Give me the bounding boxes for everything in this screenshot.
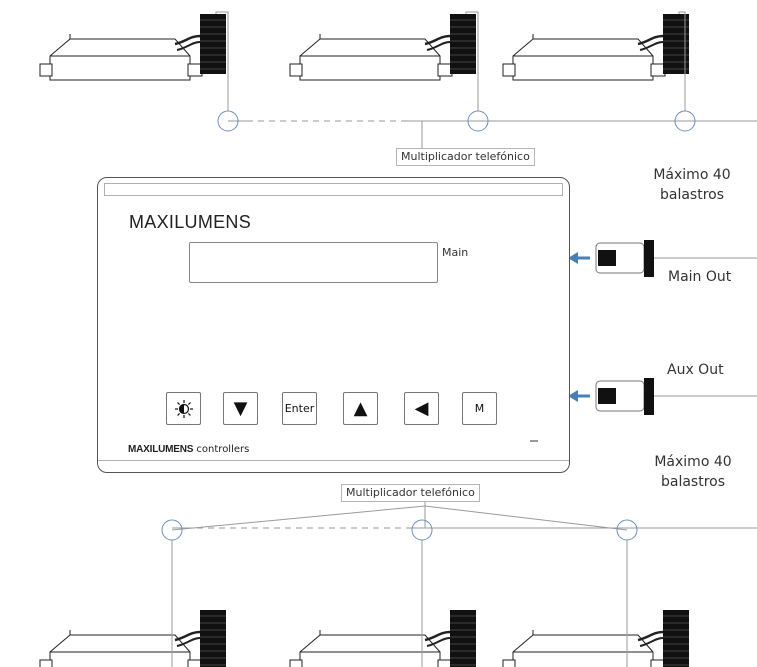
ballast-unit xyxy=(502,14,689,81)
menu-key-label: M xyxy=(474,402,485,415)
display-label: Main xyxy=(442,246,469,259)
panel-top-strip xyxy=(104,183,563,196)
drop-wire xyxy=(626,540,628,667)
controller-panel: MAXILUMENS Main ▼ Enter ▲ ◀ M MAXILUMENS… xyxy=(97,177,570,473)
drop-wire xyxy=(215,11,229,111)
left-key[interactable]: ◀ xyxy=(404,392,439,425)
main-out-connector xyxy=(568,240,757,277)
menu-key[interactable]: M xyxy=(462,392,497,425)
top-bus xyxy=(228,120,757,148)
drop-wire xyxy=(678,11,686,111)
up-key[interactable]: ▲ xyxy=(343,392,378,425)
triangle-down-icon: ▼ xyxy=(233,397,248,419)
brightness-icon xyxy=(174,399,193,418)
splitter-circle xyxy=(161,519,183,541)
multiplier-label-top: Multiplicador telefónico xyxy=(396,148,535,166)
enter-key[interactable]: Enter xyxy=(282,392,317,425)
triangle-left-icon: ◀ xyxy=(414,397,429,419)
footer-brand: MAXILUMENS controllers xyxy=(128,444,249,455)
lcd-display xyxy=(189,242,438,283)
bottom-ballast-row xyxy=(39,540,689,667)
bottom-bus xyxy=(171,500,757,531)
splitter-circle xyxy=(467,110,489,132)
top-splitters xyxy=(217,110,696,132)
splitter-circle xyxy=(411,519,433,541)
bottom-splitters xyxy=(161,519,638,541)
brightness-key[interactable] xyxy=(166,392,201,425)
aux-out-connector xyxy=(568,378,757,415)
brand-title: MAXILUMENS xyxy=(129,212,252,232)
splitter-circle xyxy=(217,110,239,132)
top-ballast-row xyxy=(39,11,689,111)
drop-wire xyxy=(421,540,423,667)
footer-mark xyxy=(530,440,538,442)
ballast-unit xyxy=(39,610,226,667)
drop-wire xyxy=(171,540,173,667)
ballast-unit xyxy=(39,14,226,81)
panel-bottom-strip xyxy=(98,460,569,461)
enter-key-label: Enter xyxy=(284,402,315,415)
footer-brand-suffix: controllers xyxy=(196,444,250,455)
max-ballasts-bottom: Máximo 40 balastros xyxy=(654,454,732,490)
splitter-circle xyxy=(616,519,638,541)
triangle-up-icon: ▲ xyxy=(353,397,368,419)
drop-wire xyxy=(465,11,479,111)
splitter-circle xyxy=(674,110,696,132)
multiplier-label-bottom: Multiplicador telefónico xyxy=(341,484,480,502)
ballast-unit xyxy=(502,610,689,667)
footer-brand-name: MAXILUMENS xyxy=(128,444,194,455)
aux-out-label: Aux Out xyxy=(667,362,724,378)
max-ballasts-top: Máximo 40 balastros xyxy=(653,167,731,203)
down-key[interactable]: ▼ xyxy=(223,392,258,425)
ballast-unit xyxy=(289,14,476,81)
ballast-unit xyxy=(289,610,476,667)
main-out-label: Main Out xyxy=(668,269,732,285)
